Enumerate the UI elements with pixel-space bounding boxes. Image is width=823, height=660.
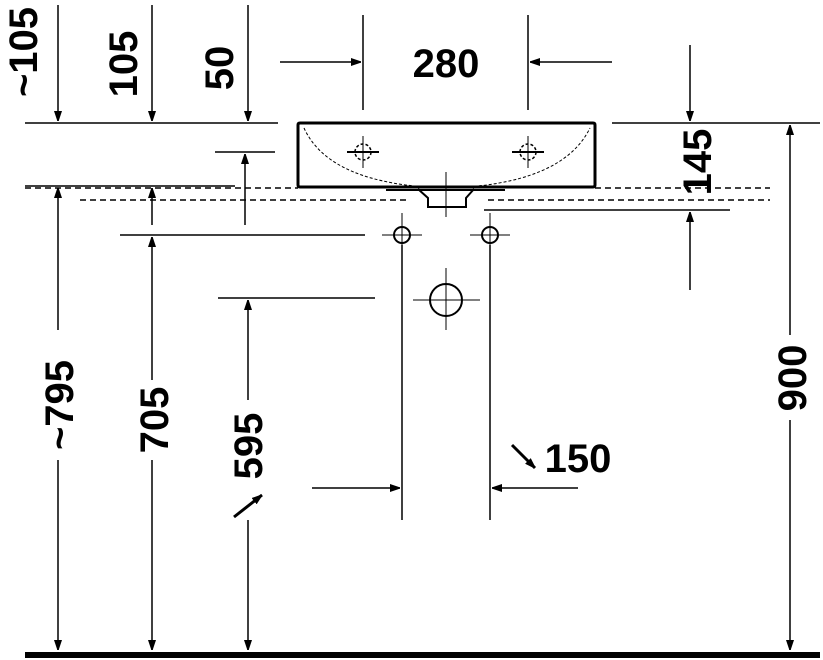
dim-height-900: 900 <box>771 345 815 412</box>
dim-top-50: 50 <box>198 46 242 91</box>
dimension-arrows <box>58 5 790 650</box>
extension-lines <box>25 15 820 520</box>
dimension-labels: ~105 105 50 280 145 ~795 705 595 150 900 <box>2 7 815 481</box>
dim-depth-145: 145 <box>676 129 720 196</box>
tap-holes <box>347 136 544 217</box>
dim-width-280: 280 <box>413 42 480 86</box>
dim-height-approx-795: ~795 <box>38 360 82 450</box>
dim-top-left-approx: ~105 <box>2 7 46 97</box>
supply-and-drain-connections <box>382 213 510 330</box>
dim-spacing-150: 150 <box>545 437 612 481</box>
dim-height-705: 705 <box>133 387 177 454</box>
dim-height-595: 595 <box>227 413 271 480</box>
dim-top-105: 105 <box>102 31 146 98</box>
